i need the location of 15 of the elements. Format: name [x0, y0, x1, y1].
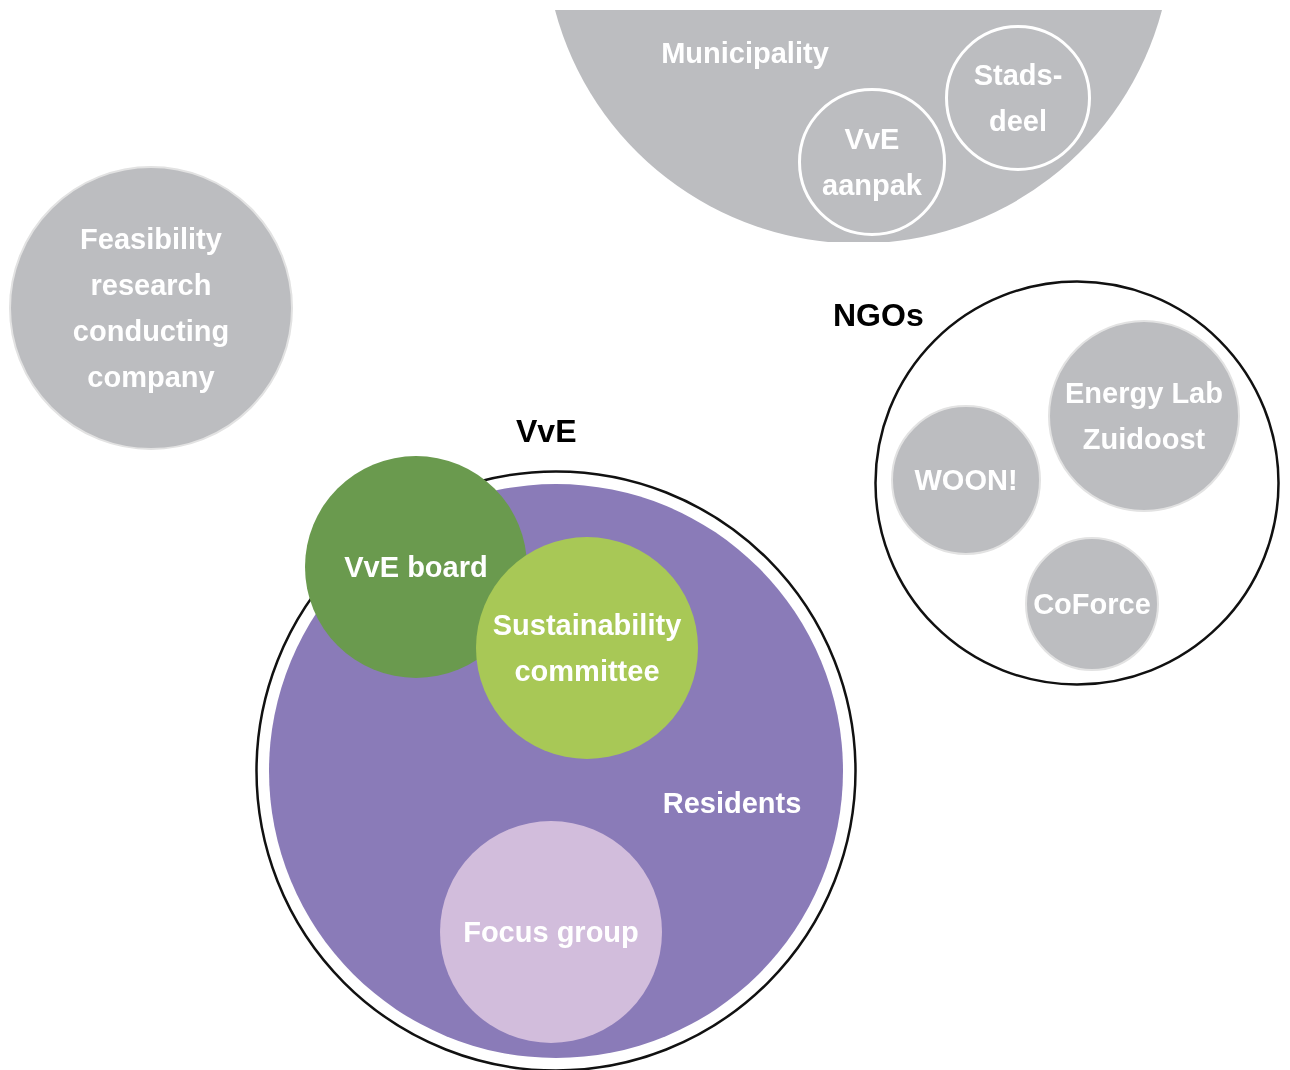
- node-label: CoForce: [1032, 587, 1152, 622]
- node-label: Energy Lab Zuidoost: [1064, 376, 1224, 457]
- node-label: Focus group: [462, 915, 640, 950]
- node-label: VvE board: [343, 550, 489, 585]
- node-label: Feasibility research conducting company: [71, 222, 231, 395]
- node-label: Stads-deel: [972, 58, 1064, 139]
- half-circle-area: [555, 10, 1162, 242]
- node-label: Residents: [661, 786, 803, 821]
- node-label: Sustainability committee: [491, 608, 683, 689]
- node-label: VvE aanpak: [821, 122, 923, 203]
- node-label: Municipality: [660, 36, 830, 71]
- group-heading: NGOs: [833, 296, 923, 335]
- group-heading: VvE: [516, 412, 578, 451]
- circle-outline: [833, 280, 1282, 688]
- node-label: WOON!: [913, 463, 1019, 498]
